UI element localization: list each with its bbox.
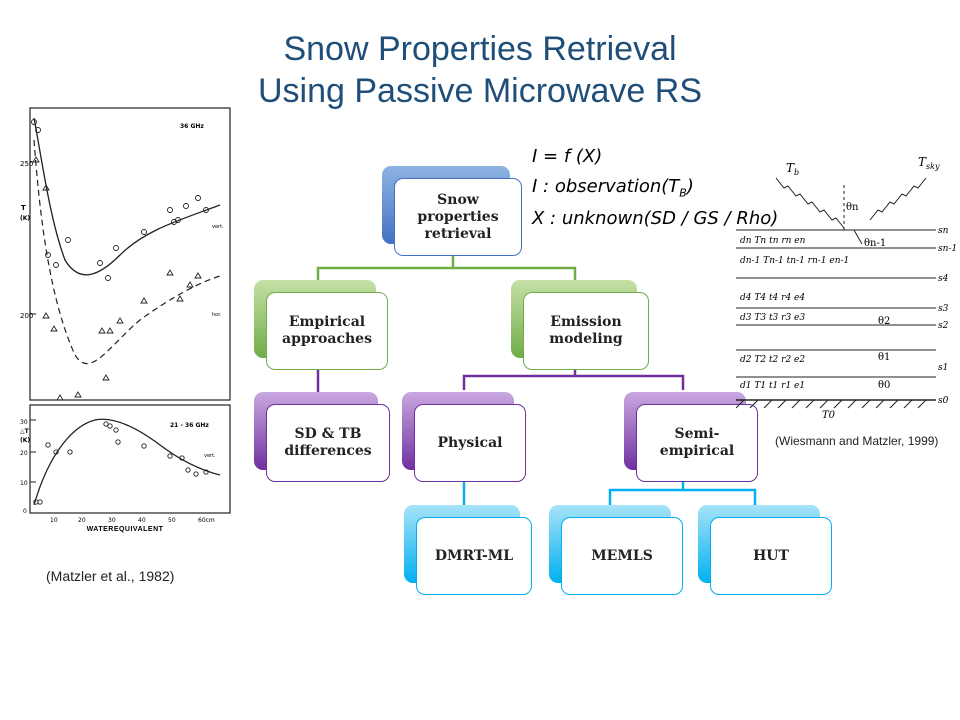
y-unit-k: (K) — [20, 215, 30, 222]
s-label-2: s2 — [938, 321, 949, 331]
node-empirical: Empirical approaches — [254, 280, 388, 370]
ray-tb — [775, 177, 845, 229]
label-t0: T0 — [822, 410, 836, 421]
label-theta-2: θ2 — [878, 316, 890, 327]
y-tick-200: 200 — [20, 312, 33, 320]
y-tick-0: 0 — [23, 508, 27, 515]
x-tick-20: 20 — [78, 517, 86, 524]
node-emission-label: Emission modeling — [523, 292, 649, 370]
node-empirical-label: Empirical approaches — [266, 292, 388, 370]
y-label-t: T — [21, 204, 26, 212]
layer-row-1: d1 T1 t1 r1 e1 — [740, 381, 805, 391]
equation-1: I = f (X) — [532, 146, 603, 167]
dt-markers — [33, 421, 209, 505]
ray-tsky — [869, 177, 927, 221]
node-physical-label: Physical — [414, 404, 526, 482]
vert-curve — [33, 117, 221, 276]
y-unit-k-bottom: (K) — [20, 437, 30, 444]
label-21-36ghz: 21 - 36 GHz — [170, 422, 209, 429]
label-theta-0: θ0 — [878, 380, 890, 391]
equation-2-main: I : observation(T — [532, 176, 680, 197]
vert-markers — [31, 119, 209, 281]
label-vert-bottom: vert. — [204, 453, 216, 459]
s-label-1: s1 — [938, 363, 948, 373]
y-tick-30: 30 — [20, 419, 28, 426]
node-physical: Physical — [402, 392, 526, 482]
equation-3: X : unknown(SD / GS / Rho) — [532, 208, 779, 229]
node-hut-label: HUT — [710, 517, 832, 595]
node-dmrt: DMRT-ML — [404, 505, 532, 595]
matzler-chart: 250 200 T (K) 36 GHz vert. hor. 30 20 10… — [20, 100, 242, 528]
s-label-4: s4 — [938, 274, 949, 284]
dt-curve — [33, 418, 221, 506]
label-36ghz: 36 GHz — [180, 123, 204, 130]
node-hut: HUT — [698, 505, 832, 595]
layer-row-4: d4 T4 t4 r4 e4 — [740, 293, 805, 303]
node-semi-label: Semi-empirical — [636, 404, 758, 482]
x-tick-10: 10 — [50, 517, 58, 524]
node-memls: MEMLS — [549, 505, 683, 595]
s-label-3: s3 — [938, 304, 949, 314]
hor-markers — [32, 156, 202, 401]
x-tick-30: 30 — [108, 517, 116, 524]
y-tick-20: 20 — [20, 450, 28, 457]
matzler-citation: (Matzler et al., 1982) — [46, 568, 175, 584]
node-root-label: Snow properties retrieval — [394, 178, 522, 256]
title-line-2: Using Passive Microwave RS — [257, 72, 703, 110]
wiesmann-citation: (Wiesmann and Matzler, 1999) — [775, 434, 939, 448]
y-label-dt: △T — [20, 428, 30, 435]
layer-diagram: Tb Tsky θn θn-1 θ2 θ1 θ0 T0 dn Tn tn rn … — [736, 155, 957, 421]
node-root: Snow properties retrieval — [382, 166, 522, 256]
s-label-n: sn — [938, 226, 949, 236]
title-line-1: Snow Properties Retrieval — [283, 30, 677, 68]
s-label-0: s0 — [938, 396, 949, 406]
layer-row-n1: dn-1 Tn-1 tn-1 rn-1 en-1 — [740, 256, 849, 266]
x-axis-title: WATEREQUIVALENT — [86, 526, 164, 533]
equation-2: I : observation(TB) — [532, 176, 694, 200]
label-tb: Tb — [786, 161, 799, 177]
label-tsky: Tsky — [918, 155, 940, 171]
hor-curve — [33, 139, 221, 365]
y-tick-250: 250 — [20, 160, 33, 168]
y-tick-10: 10 — [20, 480, 28, 487]
label-theta-n: θn — [846, 202, 859, 213]
slide-title: Snow Properties Retrieval Using Passive … — [0, 28, 960, 112]
label-theta-n1: θn-1 — [864, 238, 886, 249]
x-tick-50: 50 — [168, 517, 176, 524]
node-semi: Semi-empirical — [624, 392, 758, 482]
equation-2-sub: B — [679, 186, 687, 200]
x-tick-40: 40 — [138, 517, 146, 524]
node-memls-label: MEMLS — [561, 517, 683, 595]
layer-row-2: d2 T2 t2 r2 e2 — [740, 355, 805, 365]
node-sd-tb: SD & TB differences — [254, 392, 390, 482]
node-sd-tb-label: SD & TB differences — [266, 404, 390, 482]
s-label-n1: sn-1 — [938, 244, 957, 254]
layer-row-3: d3 T3 t3 r3 e3 — [740, 313, 805, 323]
node-dmrt-label: DMRT-ML — [416, 517, 532, 595]
equation-2-end: ) — [686, 176, 694, 197]
layer-row-n: dn Tn tn rn en — [740, 236, 806, 246]
label-vert-top: vert. — [212, 224, 224, 230]
node-emission: Emission modeling — [511, 280, 649, 370]
label-theta-1: θ1 — [878, 352, 890, 363]
x-tick-60cm: 60cm — [198, 517, 215, 524]
label-hor: hor. — [212, 312, 222, 318]
